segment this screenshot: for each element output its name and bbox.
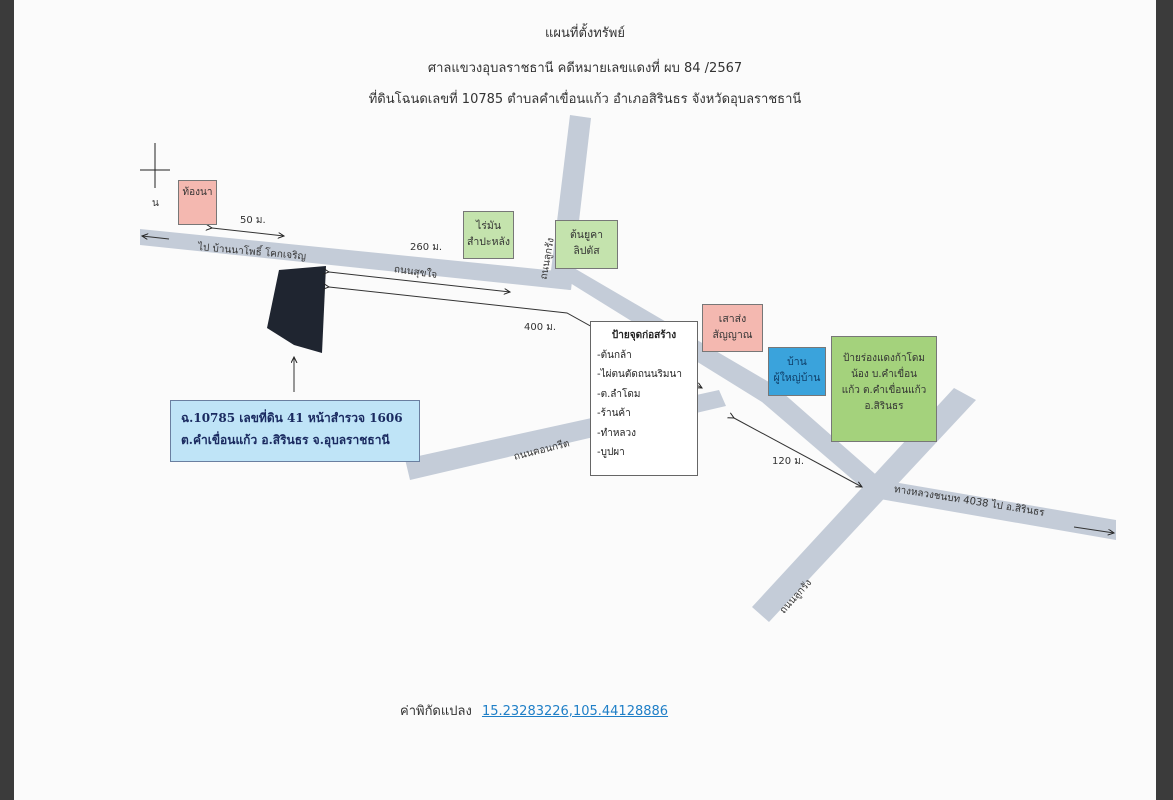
distance-label-120: 120 ม. bbox=[772, 456, 805, 467]
distance-label-400: 400 ม. bbox=[524, 322, 557, 333]
landmark-sign: ป้ายร่องแดงก้าโดมน้อง บ.คำเขื่อนแก้ว ต.ค… bbox=[831, 336, 937, 442]
distance-label-260: 260 ม. bbox=[410, 242, 443, 253]
road-south bbox=[752, 388, 976, 622]
poi-list-item: -ไผ่ตนตัดถนนริมนา bbox=[597, 369, 682, 380]
direction-arrow-west bbox=[142, 236, 170, 239]
distance-arrow-50 bbox=[212, 228, 284, 236]
coordinates-link[interactable]: 15.23283226,105.44128886 bbox=[481, 704, 669, 719]
landmark-field: ท้องนา bbox=[178, 180, 217, 225]
plot-info-line1: ฉ.10785 เลขที่ดิน 41 หน้าสำรวจ 1606 bbox=[181, 411, 403, 425]
map-title: แผนที่ตั้งทรัพย์ bbox=[545, 26, 625, 41]
landmark-cassava: ไร่มันสำปะหลัง bbox=[463, 211, 514, 259]
direction-arrow-east bbox=[1073, 526, 1114, 533]
document-page: แผนที่ตั้งทรัพย์ ศาลแขวงอุบลราชธานี คดีห… bbox=[14, 0, 1156, 800]
map-canvas bbox=[140, 115, 1116, 622]
distance-label-50: 50 ม. bbox=[240, 215, 266, 226]
poi-list-item: -ร้านค้า bbox=[597, 408, 631, 419]
landmark-eucalyptus: ต้นยูคาลิปตัส bbox=[555, 220, 618, 269]
poi-list-box: ป้ายจุดก่อสร้าง -ต้นกล้า -ไผ่ตนตัดถนนริม… bbox=[590, 321, 698, 476]
poi-list-item: -ทำหลวง bbox=[597, 427, 637, 439]
poi-list-item: -บูปผา bbox=[597, 447, 625, 458]
landmark-village-head-house: บ้านผู้ใหญ่บ้าน bbox=[768, 347, 826, 396]
distance-arrow-120 bbox=[734, 418, 862, 487]
poi-list-title: ป้ายจุดก่อสร้าง bbox=[611, 330, 677, 341]
plot-info-line2: ต.คำเขื่อนแก้ว อ.สิรินธร จ.อุบลราชธานี bbox=[181, 433, 390, 447]
landmark-signal-tower: เสาส่งสัญญาณ bbox=[702, 304, 763, 352]
coordinates-row: ค่าพิกัดแปลง 15.23283226,105.44128886 bbox=[400, 700, 668, 721]
plot-info-box: ฉ.10785 เลขที่ดิน 41 หน้าสำรวจ 1606 ต.คำ… bbox=[170, 400, 420, 462]
north-arrow-icon bbox=[140, 143, 170, 188]
coordinates-label: ค่าพิกัดแปลง bbox=[400, 704, 472, 719]
north-label: น bbox=[152, 198, 159, 209]
court-case-line: ศาลแขวงอุบลราชธานี คดีหมายเลขแดงที่ ผบ 8… bbox=[427, 61, 743, 76]
poi-list-item: -ต้นกล้า bbox=[597, 349, 632, 361]
land-parcel bbox=[267, 266, 326, 353]
poi-list-item: -ต.ลำโดม bbox=[597, 388, 641, 400]
deed-line: ที่ดินโฉนดเลขที่ 10785 ตำบลคำเขื่อนแก้ว … bbox=[368, 92, 802, 107]
